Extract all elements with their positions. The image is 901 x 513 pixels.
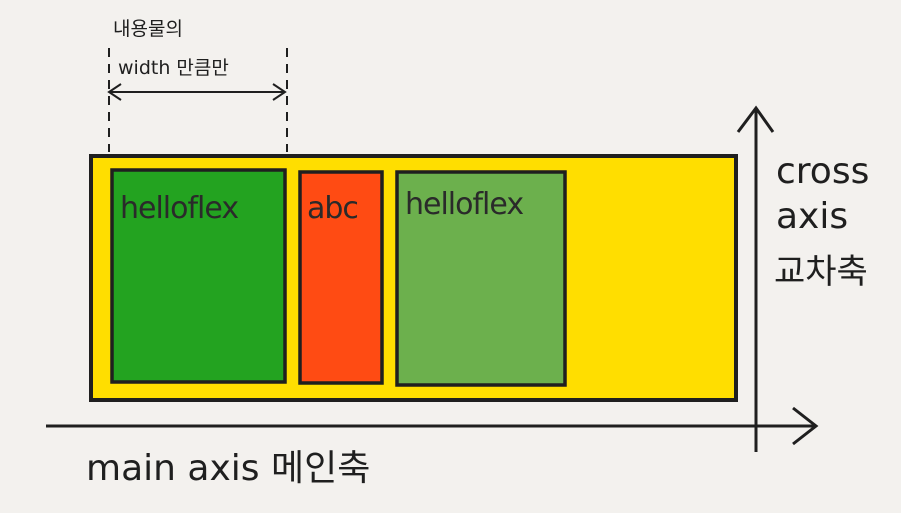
cross-axis-label-line1: cross (776, 151, 869, 192)
annotation-line2: width 만큼만 (118, 57, 229, 79)
annotation-line1: 내용물의 (113, 18, 183, 40)
width-measure-arrow (107, 83, 287, 101)
main-axis-arrow (46, 406, 819, 446)
cross-axis-label-line3: 교차축 (774, 252, 868, 292)
flex-item-1-label: helloflex (120, 191, 238, 226)
flex-item-3: helloflex (395, 170, 567, 387)
flex-item-2: abc (298, 170, 384, 385)
main-axis-label: main axis 메인축 (86, 448, 370, 489)
flex-item-1: helloflex (110, 168, 287, 384)
flex-item-3-label: helloflex (405, 187, 523, 222)
cross-axis-arrow (736, 105, 775, 452)
flex-item-2-label: abc (307, 191, 358, 226)
cross-axis-label-line2: axis (776, 196, 848, 237)
